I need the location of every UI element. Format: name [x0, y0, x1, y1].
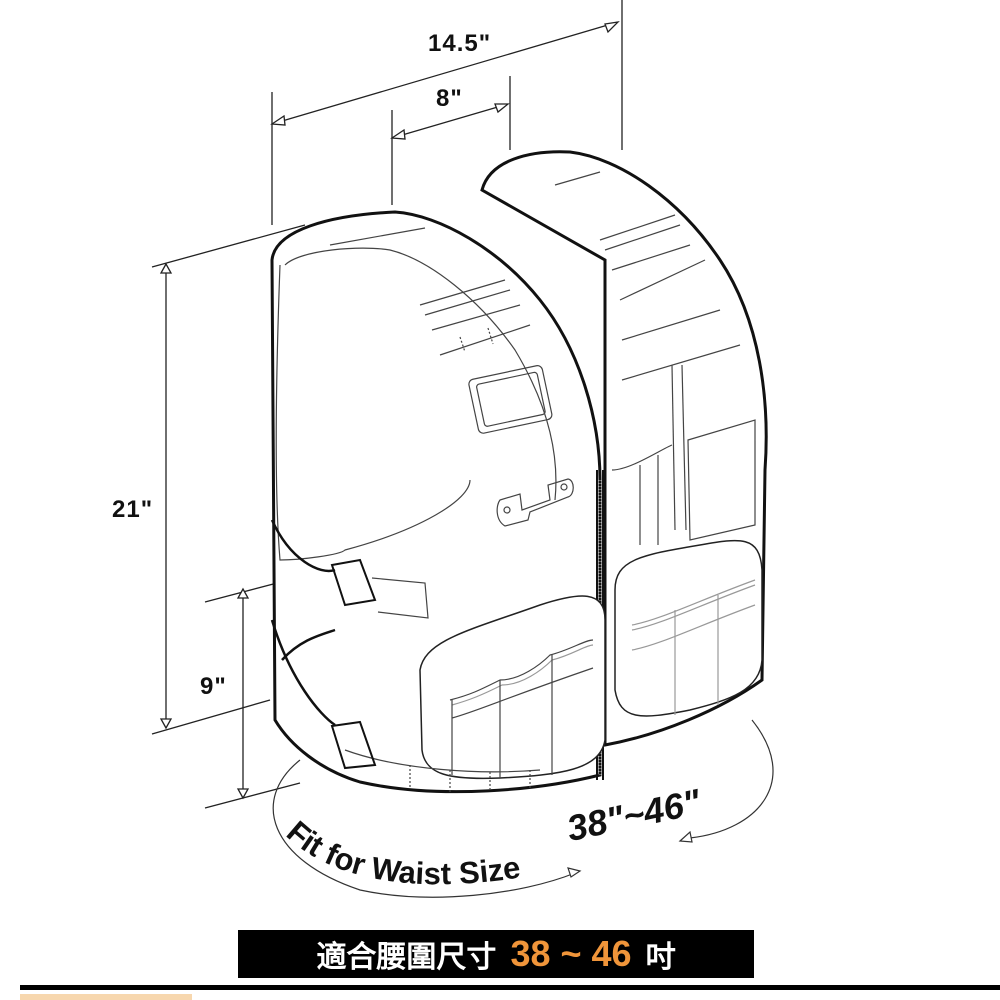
- vest-details: [270, 171, 763, 792]
- dimension-shoulder-width: 8": [436, 85, 463, 112]
- banner-range: 38 ~ 46: [510, 933, 632, 974]
- dimension-lower-height: 9": [200, 673, 227, 700]
- waist-arc: [272, 719, 774, 898]
- divider-rule: [20, 985, 1000, 990]
- dimension-lines: [151, 0, 623, 809]
- waist-caption: Fit for Waist Size: [280, 814, 522, 891]
- banner-prefix: 適合腰圍尺寸: [316, 940, 497, 975]
- accent-strip: [20, 994, 192, 1000]
- dimension-top-width: 14.5": [428, 30, 492, 57]
- banner-unit: 吋: [645, 940, 676, 975]
- dimension-height: 21": [112, 496, 154, 523]
- size-banner: 適合腰圍尺寸 38 ~ 46 吋: [238, 930, 754, 978]
